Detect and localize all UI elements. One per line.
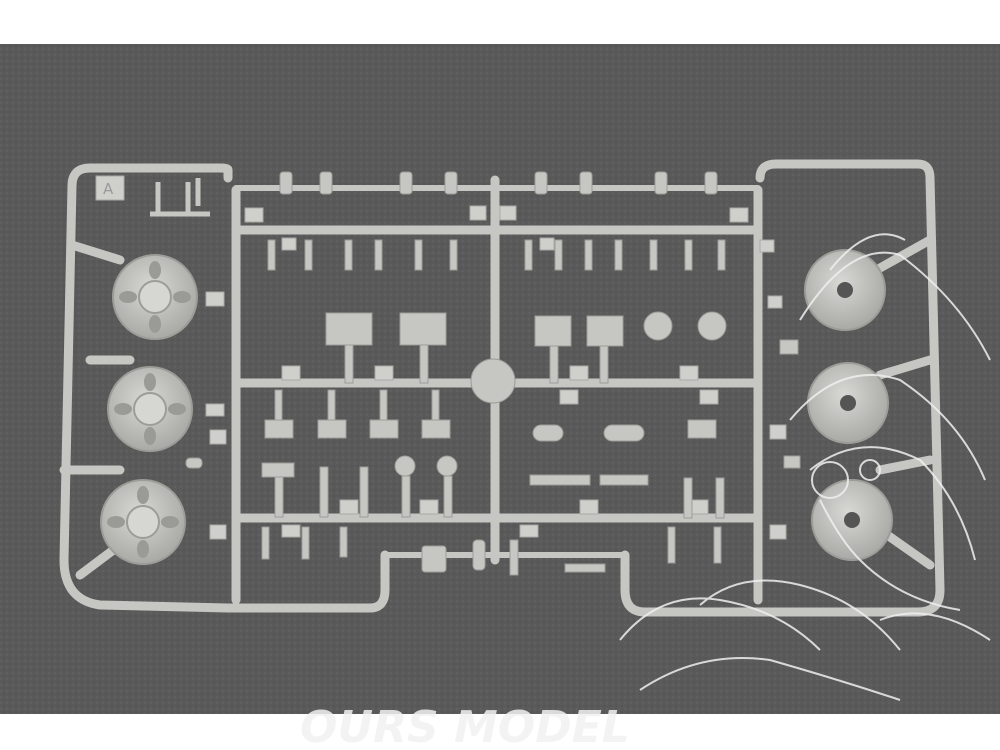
sprue-tabs bbox=[205, 205, 787, 540]
watermark-logo-text: OURS MODEL bbox=[300, 702, 630, 750]
small-bracket-part bbox=[150, 178, 210, 217]
sprue-letter-label: A bbox=[103, 180, 114, 198]
watermark-logo bbox=[619, 233, 991, 701]
road-wheels-right bbox=[804, 249, 893, 561]
road-wheels-left bbox=[100, 254, 198, 565]
small-parts bbox=[185, 171, 801, 576]
